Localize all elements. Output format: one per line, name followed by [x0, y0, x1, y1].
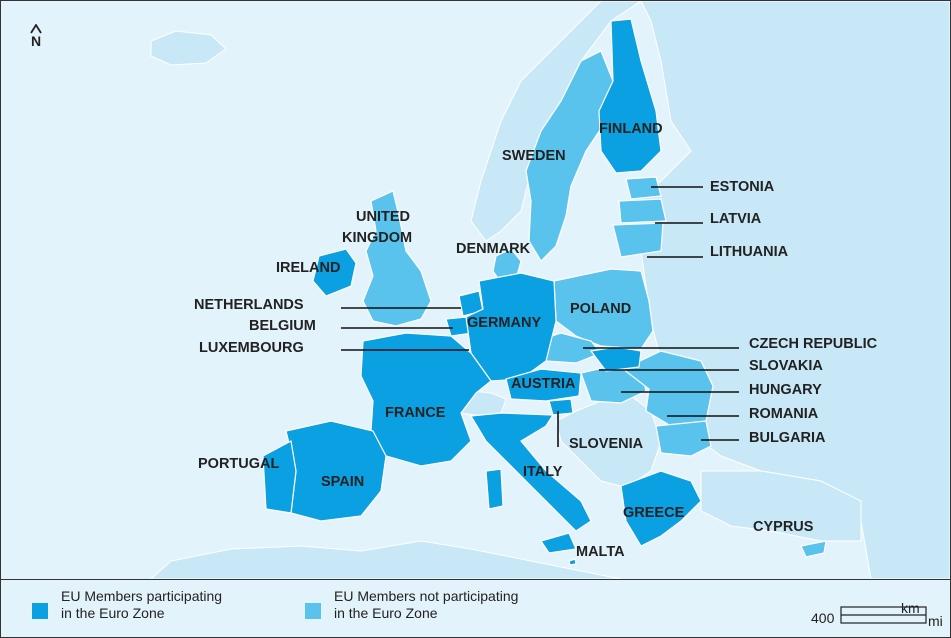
north-label: N — [30, 33, 42, 49]
label-austria: AUSTRIA — [511, 376, 576, 392]
label-finland: FINLAND — [599, 121, 663, 137]
france-shape — [360, 332, 492, 467]
label-poland: POLAND — [570, 301, 631, 317]
legend-text-euro: EU Members participating in the Euro Zon… — [61, 588, 222, 622]
sicily-shape — [540, 532, 577, 554]
north-indicator: N — [25, 23, 47, 49]
legend-text-non-euro: EU Members not participating in the Euro… — [334, 588, 518, 622]
north-africa-land — [150, 540, 622, 579]
legend-non-euro-line1: EU Members not participating — [334, 588, 519, 604]
slovenia-shape — [548, 398, 574, 416]
north-arrow-icon — [30, 23, 42, 34]
euro-members — [262, 18, 702, 566]
legend-swatch-non-euro — [305, 603, 321, 619]
legend-swatch-euro — [32, 603, 48, 619]
scale-bar: 400 km mi — [811, 600, 943, 629]
label-portugal: PORTUGAL — [198, 456, 280, 472]
scale-unit-mi: mi — [928, 613, 943, 629]
lithuania-shape — [612, 222, 664, 258]
label-estonia: ESTONIA — [710, 179, 775, 195]
label-belgium: BELGIUM — [249, 318, 316, 334]
portugal-shape — [262, 440, 297, 514]
poland-shape — [553, 268, 654, 350]
ireland-shape — [312, 248, 357, 297]
scale-value: 400 — [811, 610, 835, 626]
italy-shape — [469, 412, 592, 532]
sweden-shape — [525, 50, 614, 262]
country-labels: FINLAND SWEDEN ESTONIA LATVIA LITHUANIA … — [194, 121, 878, 560]
label-czech-republic: CZECH REPUBLIC — [749, 336, 878, 352]
label-uk-line2: KINGDOM — [342, 230, 412, 246]
austria-shape — [505, 368, 582, 402]
scale-unit-km: km — [901, 600, 920, 616]
label-sweden: SWEDEN — [502, 148, 566, 164]
sardinia-shape — [485, 468, 504, 510]
label-malta: MALTA — [576, 544, 625, 560]
malta-shape — [568, 558, 577, 566]
label-netherlands: NETHERLANDS — [194, 297, 304, 313]
iceland-land — [150, 30, 227, 66]
label-italy: ITALY — [523, 464, 563, 480]
label-greece: GREECE — [623, 505, 685, 521]
greece-shape — [620, 470, 702, 547]
label-slovenia: SLOVENIA — [569, 436, 644, 452]
label-luxembourg: LUXEMBOURG — [199, 340, 304, 356]
finland-shape — [598, 18, 662, 174]
legend: EU Members participating in the Euro Zon… — [1, 579, 950, 637]
europe-map: FINLAND SWEDEN ESTONIA LATVIA LITHUANIA … — [1, 1, 950, 579]
uk-shape — [362, 190, 432, 327]
label-slovakia: SLOVAKIA — [749, 358, 823, 374]
legend-euro-line1: EU Members participating — [61, 588, 223, 604]
label-hungary: HUNGARY — [749, 382, 822, 398]
label-france: FRANCE — [385, 405, 446, 421]
bulgaria-shape — [655, 420, 712, 457]
label-denmark: DENMARK — [456, 241, 531, 257]
label-romania: ROMANIA — [749, 406, 819, 422]
latvia-shape — [618, 198, 667, 224]
label-uk-line1: UNITED — [356, 209, 410, 225]
label-cyprus: CYPRUS — [753, 519, 814, 535]
legend-non-euro-line2: in the Euro Zone — [334, 605, 438, 621]
label-germany: GERMANY — [467, 315, 541, 331]
leader-lines — [341, 186, 739, 447]
label-lithuania: LITHUANIA — [710, 244, 789, 260]
cyprus-shape — [800, 540, 827, 558]
turkey-land — [700, 470, 862, 542]
label-bulgaria: BULGARIA — [749, 430, 826, 446]
estonia-shape — [625, 176, 662, 200]
label-ireland: IRELAND — [276, 260, 340, 276]
label-latvia: LATVIA — [710, 211, 762, 227]
non-euro-members — [362, 50, 827, 558]
label-spain: SPAIN — [321, 474, 364, 490]
legend-euro-line2: in the Euro Zone — [61, 605, 165, 621]
